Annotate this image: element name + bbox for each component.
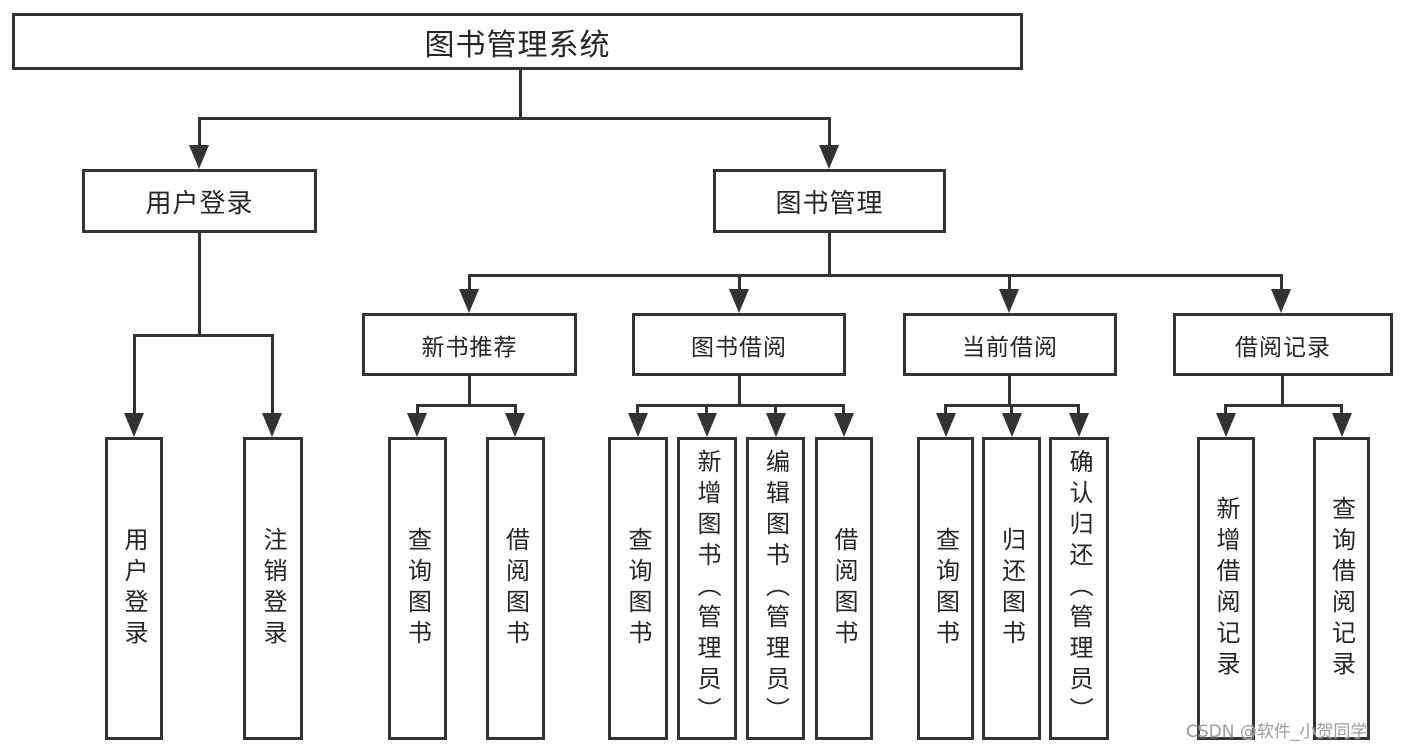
leaf-query-books-borrowing: 查询图书 — [608, 437, 668, 740]
connector-root-bar — [198, 117, 831, 120]
connector-stem — [1008, 376, 1011, 406]
connector-stub — [514, 404, 517, 414]
leaf-query-books-current: 查询图书 — [917, 437, 974, 740]
connector-stub — [416, 404, 419, 414]
leaf-borrow-books-borrowing: 借阅图书 — [815, 437, 873, 740]
arrow-down-icon — [628, 413, 648, 437]
leaf-label: 注销登录 — [259, 526, 287, 651]
connector-bar — [416, 404, 517, 407]
connector-stub — [1224, 404, 1227, 414]
connector-root-stem — [519, 70, 522, 119]
leaf-add-books-admin: 新增图书（管理员） — [677, 437, 737, 740]
node-label: 用户登录 — [145, 188, 254, 219]
leaf-edit-books-admin: 编辑图书（管理员） — [746, 437, 805, 740]
connector-user-login-stem — [198, 233, 201, 335]
node-current-borrowing: 当前借阅 — [903, 313, 1117, 376]
node-new-book-recommendation: 新书推荐 — [362, 313, 577, 376]
connector-stub — [944, 404, 947, 414]
arrow-down-icon — [1332, 413, 1352, 437]
node-label: 新书推荐 — [421, 334, 518, 361]
connector-bar — [636, 404, 845, 407]
leaf-confirm-return-admin: 确认归还（管理员） — [1049, 437, 1109, 740]
leaf-label: 查询图书 — [403, 526, 432, 651]
leaf-label: 确认归还（管理员） — [1065, 449, 1093, 728]
node-label: 当前借阅 — [962, 334, 1058, 361]
leaf-label: 归还图书 — [997, 526, 1026, 651]
leaf-label: 新增借阅记录 — [1212, 495, 1240, 682]
leaf-label: 查询借阅记录 — [1327, 495, 1356, 682]
connector-stub — [1077, 404, 1080, 414]
connector-stem — [468, 376, 471, 406]
connector-stub — [271, 334, 274, 414]
node-label: 图书借阅 — [691, 334, 787, 361]
connector-stub — [774, 404, 777, 414]
connector-stub — [636, 404, 639, 414]
arrow-down-icon — [1002, 413, 1022, 437]
connector-stem — [738, 376, 741, 406]
connector-stub — [1008, 274, 1011, 290]
arrow-down-icon — [124, 413, 144, 437]
connector-book-mgmt-stem — [828, 233, 831, 276]
arrow-down-icon — [189, 145, 209, 169]
arrow-down-icon — [262, 413, 282, 437]
arrow-down-icon — [697, 413, 717, 437]
arrow-down-icon — [505, 413, 525, 437]
leaf-query-books-recommend: 查询图书 — [388, 437, 447, 740]
node-user-login: 用户登录 — [82, 169, 317, 233]
leaf-borrow-books-recommend: 借阅图书 — [486, 437, 545, 740]
leaf-user-login: 用户登录 — [105, 437, 163, 740]
node-label: 图书管理系统 — [424, 27, 611, 63]
connector-root-stub-right — [828, 117, 831, 146]
connector-stem — [1281, 376, 1284, 406]
connector-stub — [468, 274, 471, 290]
arrow-down-icon — [459, 289, 479, 313]
node-library-management-system: 图书管理系统 — [12, 13, 1023, 70]
node-book-borrowing: 图书借阅 — [632, 313, 846, 376]
node-book-management: 图书管理 — [713, 169, 946, 233]
arrow-down-icon — [729, 289, 749, 313]
connector-stub — [1280, 274, 1283, 290]
connector-stub — [133, 334, 136, 414]
leaf-add-borrow-record: 新增借阅记录 — [1197, 437, 1255, 740]
leaf-label: 编辑图书（管理员） — [761, 449, 790, 728]
leaf-label: 查询图书 — [624, 526, 652, 651]
connector-stub — [738, 274, 741, 290]
arrow-down-icon — [819, 145, 839, 169]
arrow-down-icon — [407, 413, 427, 437]
leaf-label: 新增图书（管理员） — [693, 449, 721, 728]
leaf-label: 借阅图书 — [501, 526, 530, 651]
arrow-down-icon — [936, 413, 956, 437]
arrow-down-icon — [834, 413, 854, 437]
csdn-watermark: CSDN @软件_小贺同学 — [1186, 722, 1368, 742]
node-borrowing-records: 借阅记录 — [1173, 313, 1393, 376]
arrow-down-icon — [1271, 289, 1291, 313]
connector-bar — [1224, 404, 1343, 407]
connector-stub — [1010, 404, 1013, 414]
connector-book-mgmt-bar — [468, 274, 1283, 277]
arrow-down-icon — [766, 413, 786, 437]
node-label: 图书管理 — [775, 188, 884, 219]
arrow-down-icon — [999, 289, 1019, 313]
connector-user-login-bar — [133, 334, 274, 337]
leaf-logout: 注销登录 — [243, 437, 303, 740]
connector-root-stub-left — [198, 117, 201, 146]
leaf-query-borrow-record: 查询借阅记录 — [1313, 437, 1370, 740]
leaf-return-books: 归还图书 — [982, 437, 1041, 740]
leaf-label: 查询图书 — [931, 526, 960, 651]
connector-stub — [842, 404, 845, 414]
leaf-label: 借阅图书 — [830, 526, 858, 651]
arrow-down-icon — [1069, 413, 1089, 437]
arrow-down-icon — [1216, 413, 1236, 437]
connector-stub — [705, 404, 708, 414]
connector-stub — [1340, 404, 1343, 414]
leaf-label: 用户登录 — [120, 526, 148, 651]
node-label: 借阅记录 — [1235, 334, 1331, 361]
